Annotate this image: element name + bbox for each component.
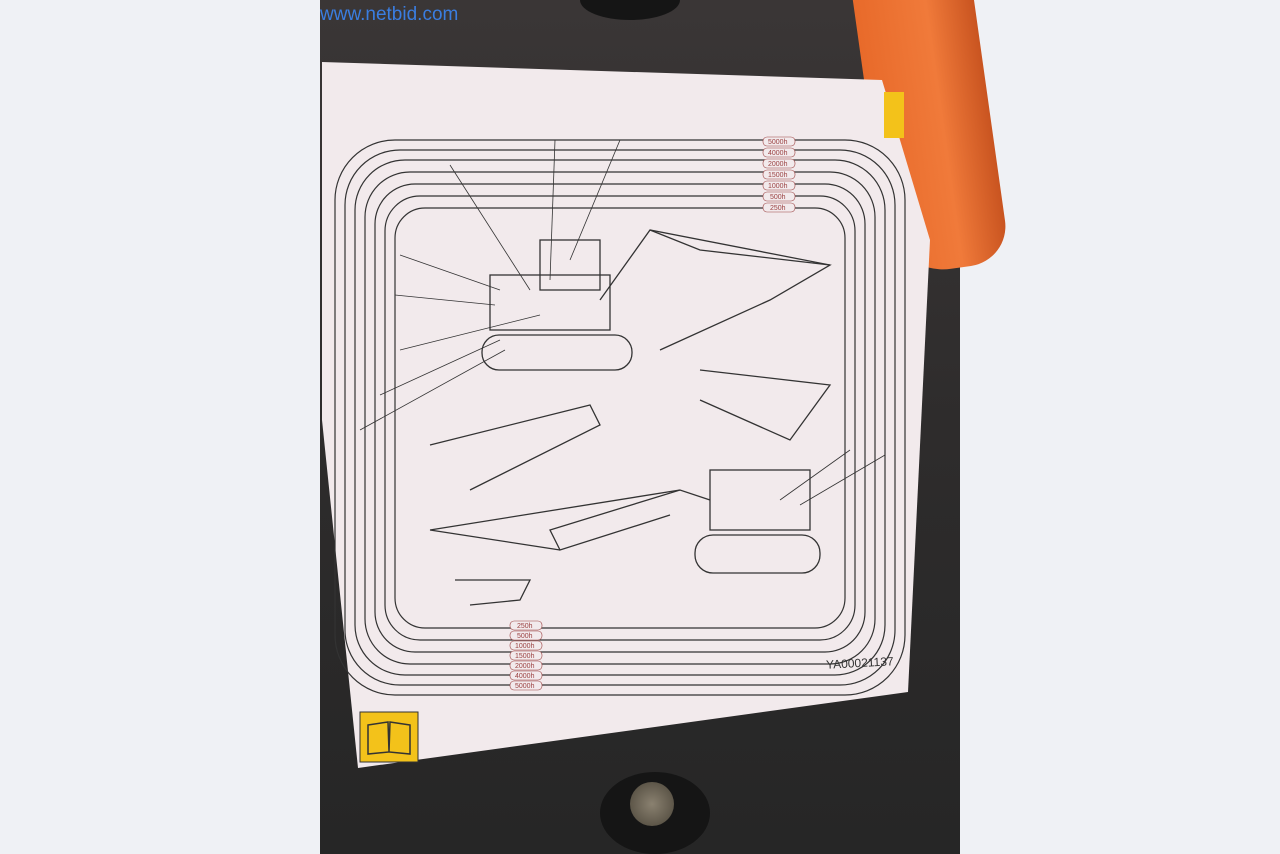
svg-text:2000h: 2000h xyxy=(768,161,788,168)
interval-labels-top: 5000h 4000h 2000h 1500h 1000h 500h 250h xyxy=(762,136,796,213)
svg-text:1500h: 1500h xyxy=(515,653,535,660)
svg-text:2000h: 2000h xyxy=(515,663,535,670)
svg-text:4000h: 4000h xyxy=(515,673,535,680)
manual-book-icon xyxy=(359,711,419,763)
excavator-drawing-bottom xyxy=(429,469,821,606)
svg-text:250h: 250h xyxy=(770,205,786,212)
svg-text:1500h: 1500h xyxy=(768,172,788,179)
svg-text:5000h: 5000h xyxy=(515,683,535,690)
interval-loops xyxy=(334,139,906,696)
svg-text:5000h: 5000h xyxy=(768,139,788,146)
svg-text:250h: 250h xyxy=(517,623,533,630)
mounting-hole-top xyxy=(580,0,680,20)
svg-text:500h: 500h xyxy=(517,633,533,640)
leader-lines xyxy=(359,139,886,506)
sticker-plate xyxy=(322,62,930,768)
svg-text:1000h: 1000h xyxy=(768,183,788,190)
bolt xyxy=(630,782,674,826)
svg-text:500h: 500h xyxy=(770,194,786,201)
svg-text:1000h: 1000h xyxy=(515,643,535,650)
svg-text:4000h: 4000h xyxy=(768,150,788,157)
interval-labels-bottom: 250h 500h 1000h 1500h 2000h 4000h 5000h xyxy=(509,620,543,691)
watermark-link[interactable]: www.netbid.com xyxy=(320,4,459,25)
manual-icon-top xyxy=(884,92,904,138)
excavator-drawing-top xyxy=(429,229,832,491)
